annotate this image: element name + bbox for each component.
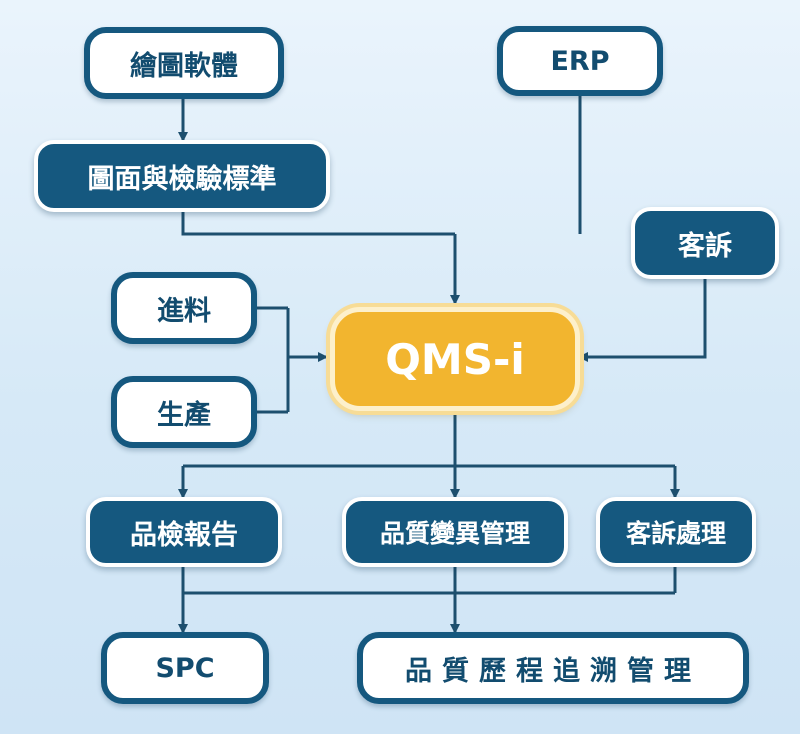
node-label: 品質變異管理: [379, 519, 530, 548]
node-drawing-standards: 圖面與檢驗標準: [34, 140, 330, 212]
node-label: 客訴處理: [625, 519, 726, 548]
node-cad-software: 繪圖軟體: [84, 27, 284, 99]
node-erp: ERP: [497, 26, 663, 96]
line-standards-to-qms: [181, 212, 455, 236]
node-label: 繪圖軟體: [130, 50, 238, 82]
node-spc: SPC: [101, 632, 269, 704]
node-label: 生產: [157, 399, 211, 431]
node-complaint: 客訴: [631, 207, 779, 279]
node-label: 品質歷程追溯管理: [405, 655, 701, 687]
node-inspection-report: 品檢報告: [86, 497, 282, 567]
node-label: 品檢報告: [130, 519, 238, 551]
arrow-complaint-to-qms: [578, 278, 707, 362]
node-label: ERP: [550, 45, 610, 77]
node-label: 圖面與檢驗標準: [87, 163, 277, 195]
node-complaint-handling: 客訴處理: [596, 497, 756, 567]
arrow-inputs-to-qms: [286, 308, 326, 412]
node-traceability: 品質歷程追溯管理: [357, 632, 749, 704]
node-production: 生產: [111, 376, 257, 448]
node-qms-i: QMS-i: [330, 307, 580, 411]
node-label: QMS-i: [385, 334, 525, 384]
node-label: 進料: [157, 295, 211, 327]
node-incoming: 進料: [111, 272, 257, 344]
node-label: SPC: [155, 652, 215, 684]
node-label: 客訴: [678, 230, 732, 262]
node-quality-change: 品質變異管理: [342, 497, 568, 567]
